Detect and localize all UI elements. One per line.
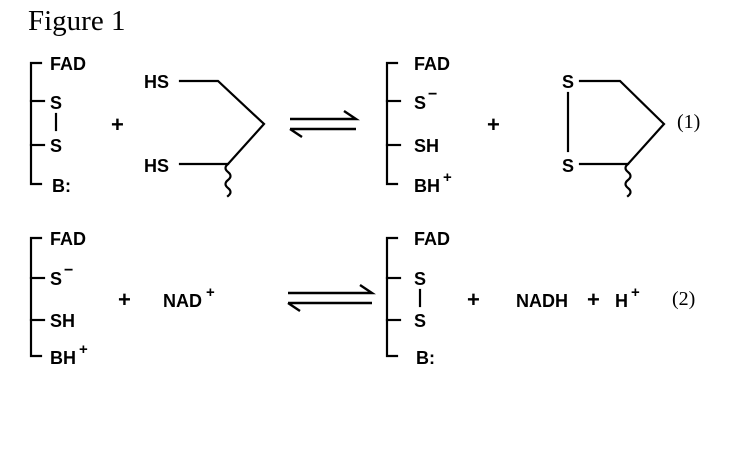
eq1-left-base: B: (52, 176, 71, 196)
eq1-equilibrium-arrow (289, 110, 360, 138)
eq1-right-fad: FAD (414, 54, 450, 74)
eq1-right-thiolate: S (414, 93, 426, 113)
eq1-right-base-charge: + (443, 169, 452, 186)
eq2-left-thiolate: S (50, 269, 62, 289)
equation-2: FAD S − SH BH + + NAD + FAD S S B: + NAD… (29, 229, 695, 368)
eq2-right-fad: FAD (414, 229, 450, 249)
eq2-right-bracket (385, 236, 399, 358)
eq1-left-bracket (29, 61, 43, 186)
eq2-left-thiol: SH (50, 311, 75, 331)
eq1-right-bracket (385, 61, 399, 186)
eq2-right-s-bottom: S (414, 311, 426, 331)
eq2-nad: NAD (163, 291, 202, 311)
eq1-plus-2: + (487, 112, 500, 137)
figure-title: Figure 1 (28, 5, 125, 37)
eq1-right-thiol: SH (414, 136, 439, 156)
eq1-dithiol-chain (178, 79, 266, 166)
eq2-proton: H (615, 291, 628, 311)
eq1-plus-1: + (111, 112, 124, 137)
eq1-dithiol-wavy-bond (224, 162, 232, 198)
eq2-plus-2: + (467, 287, 480, 312)
eq1-disulfide-chain (578, 79, 666, 166)
eq1-dithiol-hs-bottom: HS (144, 156, 169, 176)
eq1-disulfide: S S (562, 72, 666, 198)
eq2-left-fad: FAD (50, 229, 86, 249)
eq2-equilibrium-arrow (287, 284, 376, 312)
eq2-nadh: NADH (516, 291, 568, 311)
eq1-disulfide-wavy-bond (624, 162, 632, 198)
eq1-disulfide-s-top: S (562, 72, 574, 92)
eq1-right-enzyme: FAD S − SH BH + (385, 54, 452, 196)
eq1-reverse-arrow (289, 127, 356, 138)
eq2-reverse-arrow (287, 301, 372, 312)
eq1-forward-arrow (290, 110, 360, 121)
eq2-left-bracket (29, 236, 43, 358)
eq2-left-enzyme: FAD S − SH BH + (29, 229, 88, 368)
equation-1: FAD S S B: + HS HS FAD S − SH B (29, 54, 700, 198)
eq2-proton-charge: + (631, 284, 640, 301)
eq2-right-base: B: (416, 348, 435, 368)
eq1-left-enzyme: FAD S S B: (29, 54, 86, 196)
eq2-right-enzyme: FAD S S B: (385, 229, 450, 368)
eq2-left-base-h: BH (50, 348, 76, 368)
eq1-right-thiolate-charge: − (428, 86, 437, 103)
eq2-right-s-top: S (414, 269, 426, 289)
eq1-left-fad: FAD (50, 54, 86, 74)
eq1-disulfide-s-bottom: S (562, 156, 574, 176)
eq2-plus-1: + (118, 287, 131, 312)
eq2-left-thiolate-charge: − (64, 262, 73, 279)
eq1-dithiol-hs-top: HS (144, 72, 169, 92)
eq1-right-base-h: BH (414, 176, 440, 196)
eq1-left-s-bottom: S (50, 136, 62, 156)
eq2-forward-arrow (288, 284, 376, 295)
eq2-number: (2) (672, 288, 695, 310)
eq2-plus-3: + (587, 287, 600, 312)
eq1-dithiol: HS HS (144, 72, 266, 198)
eq1-number: (1) (677, 111, 700, 133)
eq2-nad-charge: + (206, 284, 215, 301)
eq2-left-base-charge: + (79, 341, 88, 358)
eq1-left-s-top: S (50, 93, 62, 113)
